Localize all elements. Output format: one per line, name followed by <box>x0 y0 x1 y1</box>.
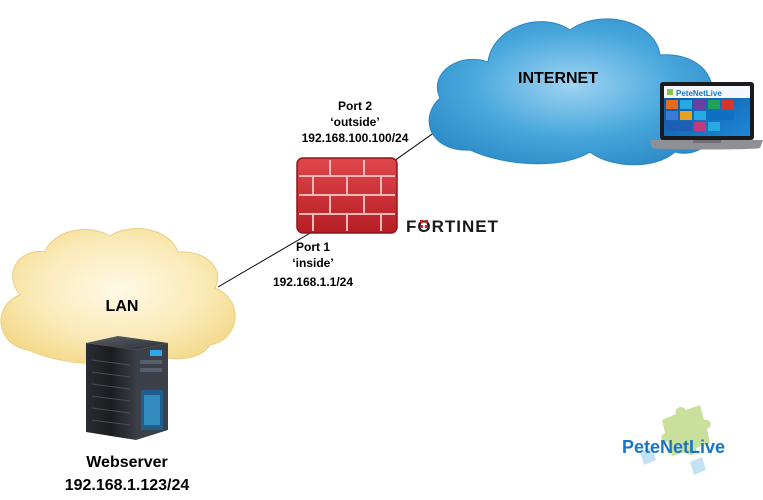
petenetlive-watermark-text: PeteNetLive <box>622 437 725 457</box>
lan-label: LAN <box>106 298 139 315</box>
laptop-screen-logo: PeteNetLive <box>667 89 722 98</box>
fortinet-logo: FORTINET <box>406 217 499 236</box>
petenetlive-watermark: PeteNetLive <box>622 405 725 475</box>
link-lan-firewall <box>217 231 313 288</box>
firewall: FORTINET <box>296 157 499 236</box>
webserver-ip: 192.168.1.123/24 <box>65 477 190 494</box>
port-outside-ip: 192.168.100.100/24 <box>302 131 409 145</box>
brick-wall-icon <box>296 157 398 234</box>
webserver-name: Webserver <box>86 454 168 471</box>
port-outside-labels: Port 2 ‘outside’ 192.168.100.100/24 <box>302 99 409 145</box>
port-inside-ip: 192.168.1.1/24 <box>273 275 353 289</box>
internet-label: INTERNET <box>518 70 598 87</box>
puzzle-piece-logo <box>640 405 711 475</box>
server-tower-icon <box>86 336 168 440</box>
port-outside-name: Port 2 <box>338 99 372 113</box>
port-inside-name: Port 1 <box>296 240 330 254</box>
laptop-screen-logo-text: PeteNetLive <box>676 89 722 98</box>
port-outside-zone: ‘outside’ <box>330 115 379 129</box>
laptop-icon: PeteNetLive <box>650 82 763 150</box>
port-inside-labels: Port 1 ‘inside’ 192.168.1.1/24 <box>273 240 353 289</box>
port-inside-zone: ‘inside’ <box>292 256 333 270</box>
fortinet-wordmark: FORTINET <box>406 217 499 236</box>
internet-cloud: INTERNET <box>428 18 716 166</box>
